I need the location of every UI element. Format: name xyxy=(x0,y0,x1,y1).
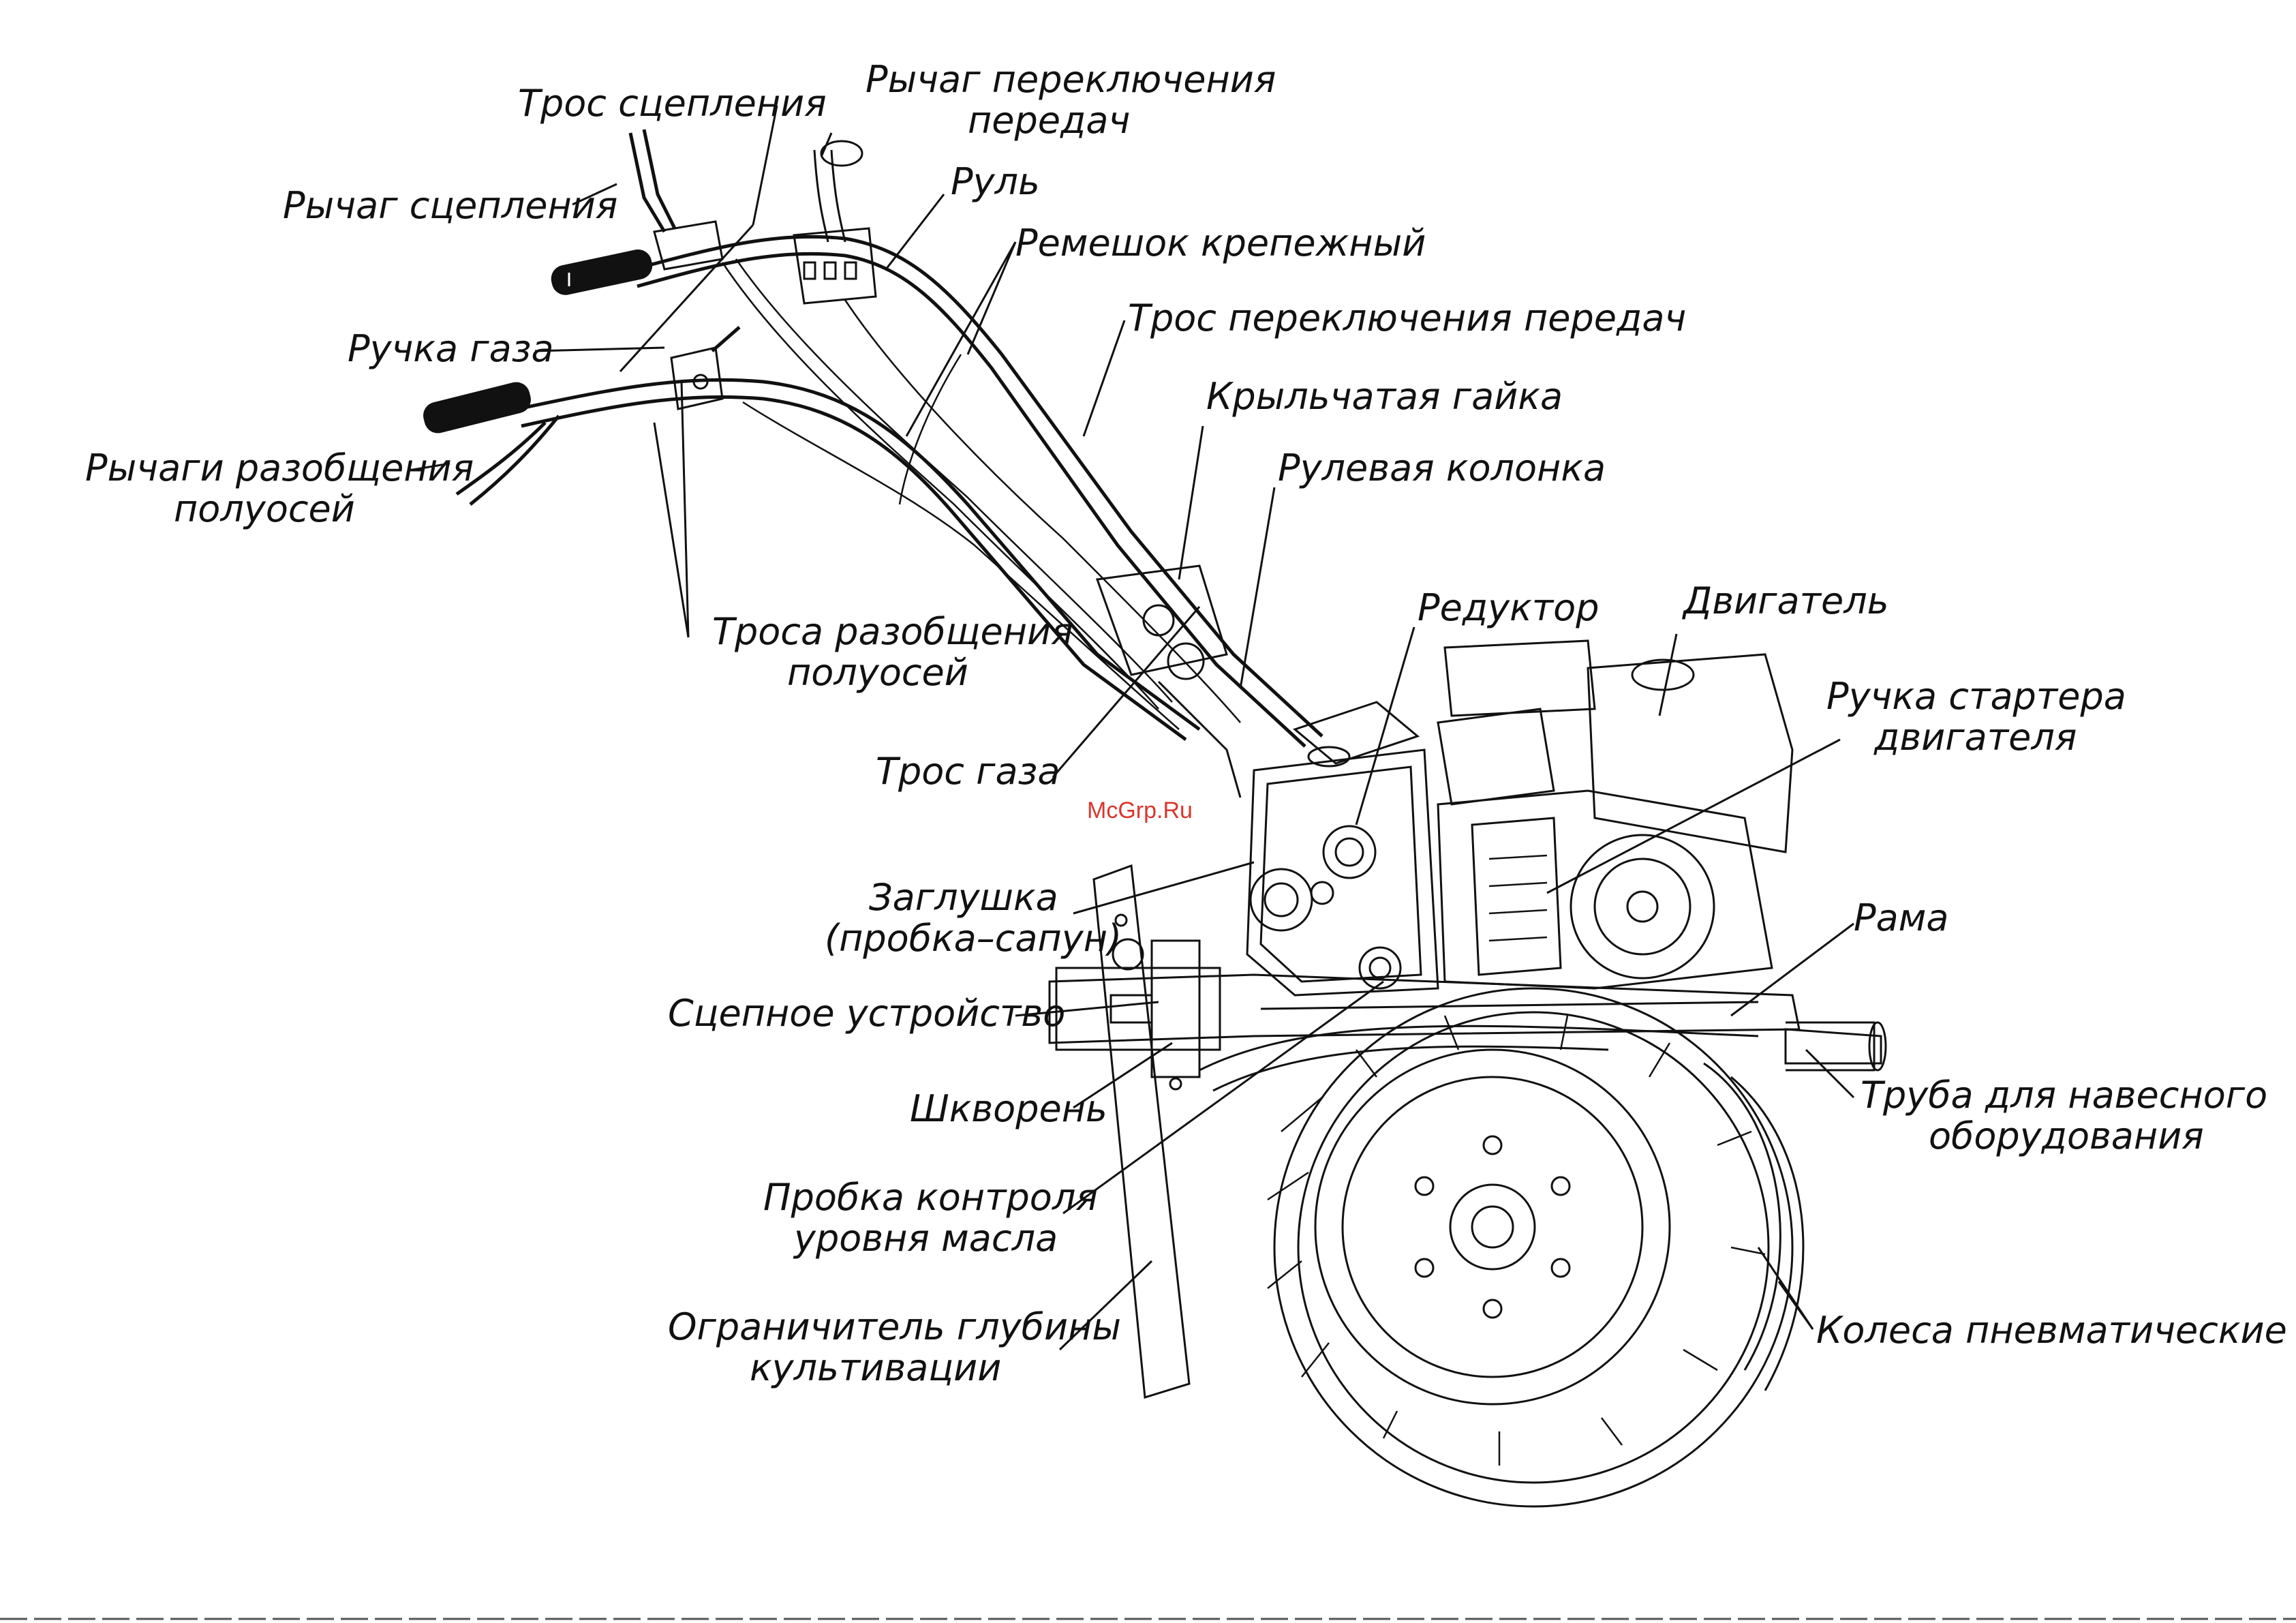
label-gear-cable: Трос переключения передач xyxy=(1128,297,1686,339)
label-oil-plug-line1: Пробка контроля xyxy=(763,1176,1098,1219)
wheels-drawing xyxy=(1267,987,1805,1508)
labels: Трос сцепления Рычаг переключения переда… xyxy=(85,58,2287,1389)
label-strap: Ремешок крепежный xyxy=(1015,222,1426,264)
label-throttle-handle: Ручка газа xyxy=(348,327,554,370)
label-axle-cables-line1: Троса разобщения xyxy=(712,610,1073,653)
engine-body xyxy=(1437,639,1794,990)
label-axle-levers-line2: полуосей xyxy=(174,487,355,530)
label-clutch-lever: Рычаг сцепления xyxy=(283,184,617,227)
label-hitch: Сцепное устройство xyxy=(668,992,1065,1035)
frame xyxy=(1048,973,1882,1092)
hitch-device xyxy=(1055,938,1221,1078)
handlebar-upper xyxy=(551,129,1323,748)
cables xyxy=(721,258,1241,730)
label-wing-nut: Крыльчатая гайка xyxy=(1206,375,1563,418)
label-pin: Шкворень xyxy=(910,1087,1107,1130)
label-gear-lever-line2: передач xyxy=(968,99,1130,142)
label-tube-line1: Труба для навесного xyxy=(1861,1074,2267,1117)
tiller-drawing xyxy=(423,129,1887,1508)
leader-lines xyxy=(408,105,1855,1351)
label-axle-levers-line1: Рычаги разобщения xyxy=(85,446,474,489)
label-starter-line1: Ручка стартера xyxy=(1826,675,2126,718)
label-tube-line2: оборудования xyxy=(1929,1114,2204,1157)
gear-lever xyxy=(793,140,877,305)
label-wheels: Колеса пневматические xyxy=(1816,1309,2287,1352)
label-axle-cables-line2: полуосей xyxy=(787,651,968,694)
attachment-tube xyxy=(1786,1021,1887,1072)
label-clutch-cable: Трос сцепления xyxy=(518,82,827,125)
depth-limiter xyxy=(1092,864,1191,1399)
label-oil-plug-line2: уровня масла xyxy=(793,1217,1058,1260)
label-depth-line2: культивации xyxy=(750,1346,1001,1389)
label-plug-line1: Заглушка xyxy=(869,876,1058,919)
label-steering-column: Рулевая колонка xyxy=(1278,446,1606,489)
label-handlebar: Руль xyxy=(951,160,1040,203)
watermark: McGrp.Ru xyxy=(1087,798,1193,823)
label-plug-line2: (пробка–сапун) xyxy=(825,917,1122,960)
label-starter-line2: двигателя xyxy=(1873,716,2077,759)
reducer-body xyxy=(1246,701,1439,997)
label-throttle-cable: Трос газа xyxy=(876,750,1060,793)
label-gear-lever-line1: Рычаг переключения xyxy=(866,58,1276,101)
steering-column xyxy=(1095,564,1242,798)
label-depth-line1: Ограничитель глубины xyxy=(668,1305,1121,1348)
label-engine: Двигатель xyxy=(1682,579,1889,622)
label-reducer: Редуктор xyxy=(1418,586,1599,629)
label-frame: Рама xyxy=(1854,896,1948,939)
handlebar-lower xyxy=(423,326,1201,742)
